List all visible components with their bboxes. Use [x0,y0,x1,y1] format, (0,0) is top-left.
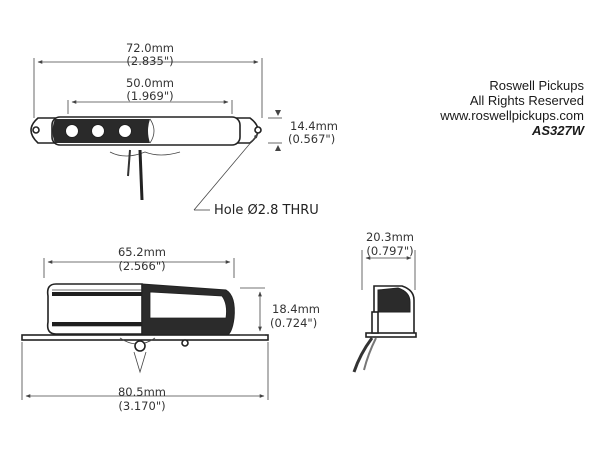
front-coil [46,283,143,335]
overall-length-label: 72.0mm [126,41,174,55]
company-name: Roswell Pickups [489,78,584,93]
hole-note: Hole Ø2.8 THRU [214,203,319,218]
overall-length-inch-label: (2.835") [126,54,173,68]
front-baseplate [21,334,269,341]
bobbin-length-inch-label: (2.566") [118,259,165,273]
width-inch-label: (0.567") [288,132,335,146]
lead-cable [127,149,131,177]
width-label: 14.4mm [290,119,338,133]
height-inch-label: (0.724") [270,316,317,330]
coil-band [52,292,142,296]
bobbin-length-label: 65.2mm [118,245,166,259]
coil-band [52,322,142,326]
side-view: 20.3mm (0.797") [352,230,417,373]
side-baseplate [365,332,417,338]
mount-hole-left [32,126,40,134]
top-view: 72.0mm (2.835") 50.0mm (1.969") 14.4mm [30,41,338,218]
credits-block: Roswell Pickups All Rights Reserved www.… [439,78,585,138]
front-view: 65.2mm (2.566") 18.4mm (0.724") 80.5mm (… [21,245,320,413]
rights-notice: All Rights Reserved [470,93,584,108]
mount-hole-right [254,126,262,134]
model-code: AS327W [531,123,586,138]
pole-piece [65,124,79,138]
lead-cable [138,149,144,201]
side-cover [377,287,411,313]
pole-piece [91,124,105,138]
pole-span-inch-label: (1.969") [126,89,173,103]
side-lead-cable [352,337,374,373]
height-label: 18.4mm [272,302,320,316]
pole-span-label: 50.0mm [126,76,174,90]
baseplate-length-label: 80.5mm [118,385,166,399]
lead-wires [109,151,181,157]
depth-label: 20.3mm [366,230,414,244]
website-url: www.roswellpickups.com [439,108,584,123]
depth-inch-label: (0.797") [366,244,413,258]
pole-piece [118,124,132,138]
baseplate-length-inch-label: (3.170") [118,399,165,413]
cable-grommet [134,340,146,352]
